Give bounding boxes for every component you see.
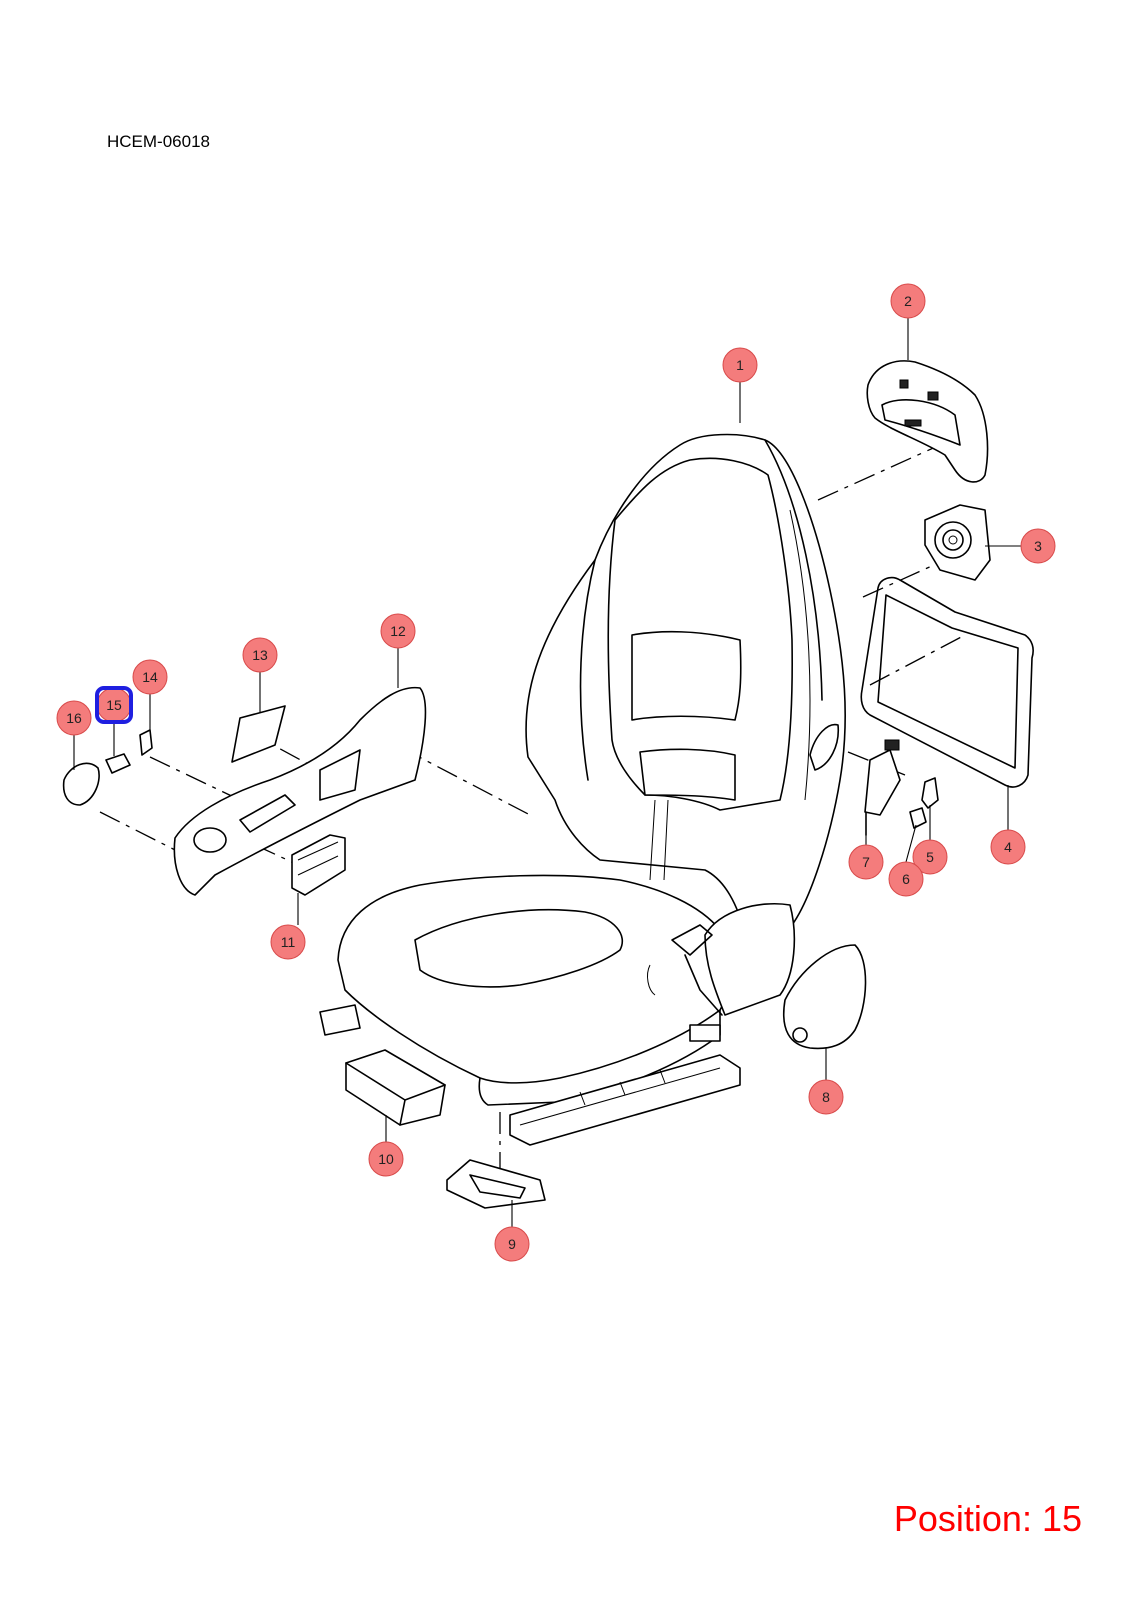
callout-circle[interactable]: [848, 844, 884, 880]
callout-label: 6: [902, 871, 910, 887]
callout-11[interactable]: 11: [270, 924, 306, 960]
callout-circle[interactable]: [494, 1226, 530, 1262]
callout-label: 9: [508, 1236, 516, 1252]
selected-callout-highlight: [95, 686, 133, 724]
callout-circle[interactable]: [808, 1079, 844, 1115]
seat-assembly: [319, 433, 847, 1146]
callout-label: 13: [252, 647, 268, 663]
callout-label: 15: [106, 697, 122, 713]
callout-label: 5: [926, 849, 934, 865]
part-12-side-trim: [173, 686, 427, 896]
callout-7[interactable]: 7: [848, 844, 884, 880]
callout-1[interactable]: 1: [722, 347, 758, 383]
leader-lines: [73, 318, 1022, 1227]
callout-label: 7: [862, 854, 870, 870]
callout-9[interactable]: 9: [494, 1226, 530, 1262]
callout-label: 2: [904, 293, 912, 309]
callout-label: 8: [822, 1089, 830, 1105]
callout-5[interactable]: 5: [912, 839, 948, 875]
callout-12[interactable]: 12: [380, 613, 416, 649]
part-8-side-cover: [783, 944, 867, 1050]
callout-label: 3: [1034, 538, 1042, 554]
part-6-knob: [909, 807, 927, 829]
callout-label: 10: [378, 1151, 394, 1167]
callout-label: 11: [281, 934, 296, 950]
part-14-lever: [139, 729, 153, 756]
callout-circle[interactable]: [990, 829, 1026, 865]
callout-circle[interactable]: [56, 700, 92, 736]
callout-8[interactable]: 8: [808, 1079, 844, 1115]
part-5-knob: [921, 777, 939, 809]
callout-16[interactable]: 16: [56, 700, 92, 736]
part-13-pad: [231, 705, 286, 763]
callout-circle[interactable]: [722, 347, 758, 383]
drawing-code: HCEM-06018: [107, 132, 210, 151]
callout-circle[interactable]: [132, 659, 168, 695]
callout-label: 1: [736, 357, 744, 373]
callout-label: 12: [390, 623, 406, 639]
part-10-control-module: [345, 1049, 446, 1126]
callout-circle[interactable]: [890, 283, 926, 319]
part-3-bracket: [924, 504, 991, 581]
part-7-switch-module: [864, 739, 901, 836]
callout-3[interactable]: 3: [1020, 528, 1056, 564]
callout-label: 16: [66, 710, 82, 726]
callout-circle[interactable]: [888, 861, 924, 897]
callout-label: 14: [142, 669, 158, 685]
part-2-upper-back-trim: [866, 360, 989, 483]
callout-circle[interactable]: [242, 637, 278, 673]
callout-circle[interactable]: [368, 1141, 404, 1177]
callout-circle[interactable]: [912, 839, 948, 875]
recliner-switch-on-seat: [809, 723, 840, 771]
callout-10[interactable]: 10: [368, 1141, 404, 1177]
part-11-seat-switch: [291, 834, 346, 896]
part-16-recliner-knob: [62, 762, 100, 806]
callout-6[interactable]: 6: [888, 861, 924, 897]
callout-15[interactable]: 15: [95, 686, 133, 724]
callout-13[interactable]: 13: [242, 637, 278, 673]
callout-circle[interactable]: [270, 924, 306, 960]
part-15-knob: [105, 753, 131, 774]
callout-4[interactable]: 4: [990, 829, 1026, 865]
callout-14[interactable]: 14: [132, 659, 168, 695]
callout-circle[interactable]: [1020, 528, 1056, 564]
part-9-base-plate: [446, 1159, 546, 1209]
callout-2[interactable]: 2: [890, 283, 926, 319]
callout-circle[interactable]: [380, 613, 416, 649]
callout-label: 4: [1004, 839, 1012, 855]
part-4-back-frame: [860, 576, 1034, 788]
position-readout: Position: 15: [893, 1498, 1082, 1539]
